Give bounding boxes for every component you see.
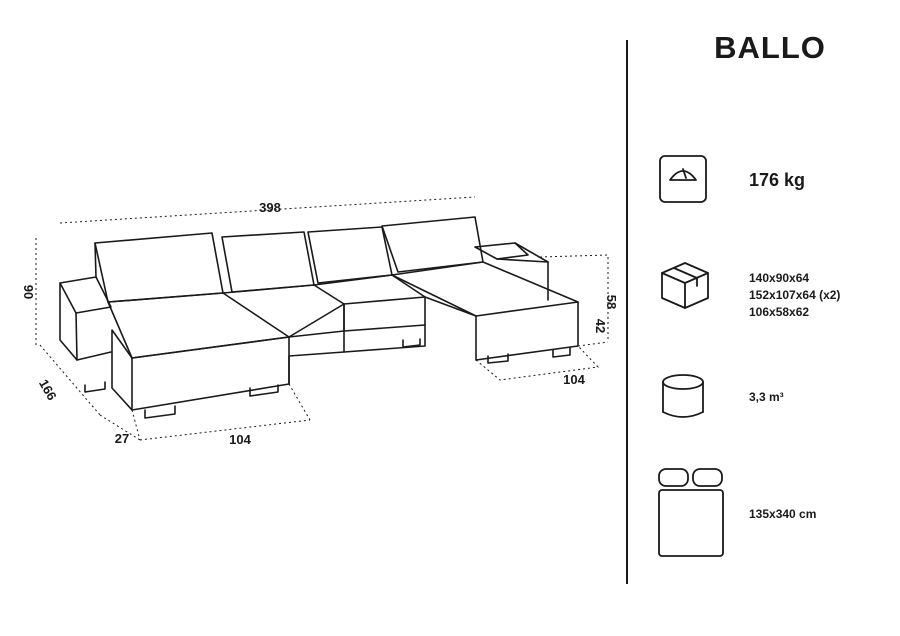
- cylinder-icon: [662, 374, 704, 418]
- seat-cushion-2: [313, 274, 426, 305]
- dim-depth: 166: [36, 377, 60, 403]
- bed-size-value: 135x340 cm: [749, 507, 817, 521]
- right-arm: [474, 242, 529, 260]
- column-divider: [626, 40, 628, 584]
- icon-column: [658, 155, 724, 557]
- backrest-cushion-3: [307, 226, 393, 284]
- dim-left-offset: 27: [115, 431, 129, 446]
- seat-cushion-1: [222, 284, 345, 338]
- dim-total-width: 398: [259, 200, 281, 215]
- left-chaise-top: [107, 292, 290, 359]
- backrest-left: [94, 232, 224, 303]
- package-list: 140x90x64 152x107x64 (x2) 106x58x62: [749, 270, 840, 321]
- dim-right-chaise-width: 104: [563, 372, 585, 387]
- dim-left-chaise-width: 104: [229, 432, 251, 447]
- dim-height: 90: [21, 285, 36, 299]
- sofa-drawing: 398 90 166 27 104 104 58 42: [21, 196, 619, 447]
- bed-icon: [658, 468, 724, 557]
- dim-seat-height: 42: [593, 319, 608, 333]
- volume-value: 3,3 m³: [749, 390, 784, 404]
- left-foot: [144, 405, 176, 419]
- box-icon: [661, 262, 709, 309]
- product-title: BALLO: [714, 30, 826, 65]
- dim-back-height: 58: [604, 295, 619, 309]
- backrest-cushion-2: [221, 231, 315, 293]
- package-item: 152x107x64 (x2): [749, 288, 841, 302]
- package-item: 140x90x64: [749, 271, 810, 285]
- package-item: 106x58x62: [749, 305, 810, 319]
- scale-icon: [659, 155, 707, 203]
- weight-value: 176 kg: [749, 170, 806, 190]
